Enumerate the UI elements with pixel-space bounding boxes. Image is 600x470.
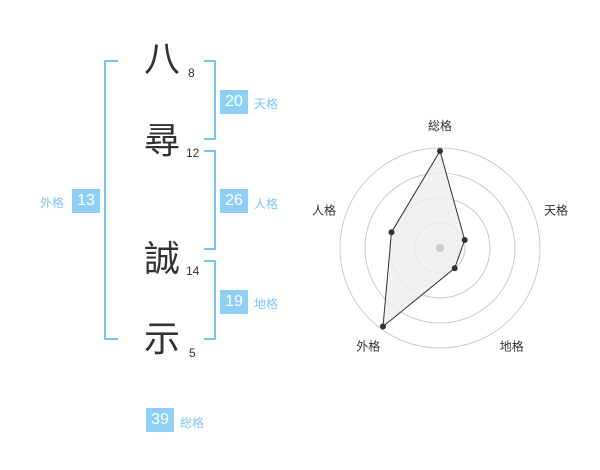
tenkaku-label: 天格 xyxy=(254,97,279,111)
radar-axis-label: 人格 xyxy=(312,202,336,217)
radar-point xyxy=(451,265,458,272)
soukaku-label: 総格 xyxy=(180,416,205,430)
radar-point xyxy=(437,148,443,154)
soukaku-badge: 39 xyxy=(146,408,174,432)
radar-point xyxy=(388,229,395,236)
gaikaku-label: 外格 xyxy=(40,196,65,210)
chikaku-label: 地格 xyxy=(254,297,279,311)
tenkaku-bracket xyxy=(204,60,216,140)
radar-center-dot xyxy=(436,244,444,252)
name-char-2: 尋 xyxy=(143,121,180,162)
radar-point xyxy=(461,236,468,243)
radar-axis-label: 外格 xyxy=(356,339,380,354)
jinkaku-bracket xyxy=(204,150,216,250)
radar-axis-label: 天格 xyxy=(544,202,568,217)
radar-axis-label: 総格 xyxy=(428,118,452,133)
chikaku-bracket xyxy=(204,260,216,340)
name-char-4: 示 xyxy=(143,319,180,360)
stroke-count-1: 8 xyxy=(188,66,195,80)
gaikaku-badge: 13 xyxy=(72,189,100,213)
radar-points xyxy=(379,148,468,330)
name-char-1: 八 xyxy=(143,39,180,80)
jinkaku-label: 人格 xyxy=(254,197,279,211)
radar-axis-label: 地格 xyxy=(500,339,524,354)
stroke-count-4: 5 xyxy=(189,346,196,360)
name-char-3: 誠 xyxy=(143,239,180,280)
gaikaku-bracket xyxy=(104,60,118,340)
stroke-count-2: 12 xyxy=(186,146,200,160)
tenkaku-badge: 20 xyxy=(220,90,248,114)
chikaku-badge: 19 xyxy=(220,290,248,314)
radar-point xyxy=(379,323,386,330)
radar-data-polygon xyxy=(382,149,466,328)
jinkaku-badge: 26 xyxy=(220,189,248,213)
stroke-count-3: 14 xyxy=(186,264,200,278)
